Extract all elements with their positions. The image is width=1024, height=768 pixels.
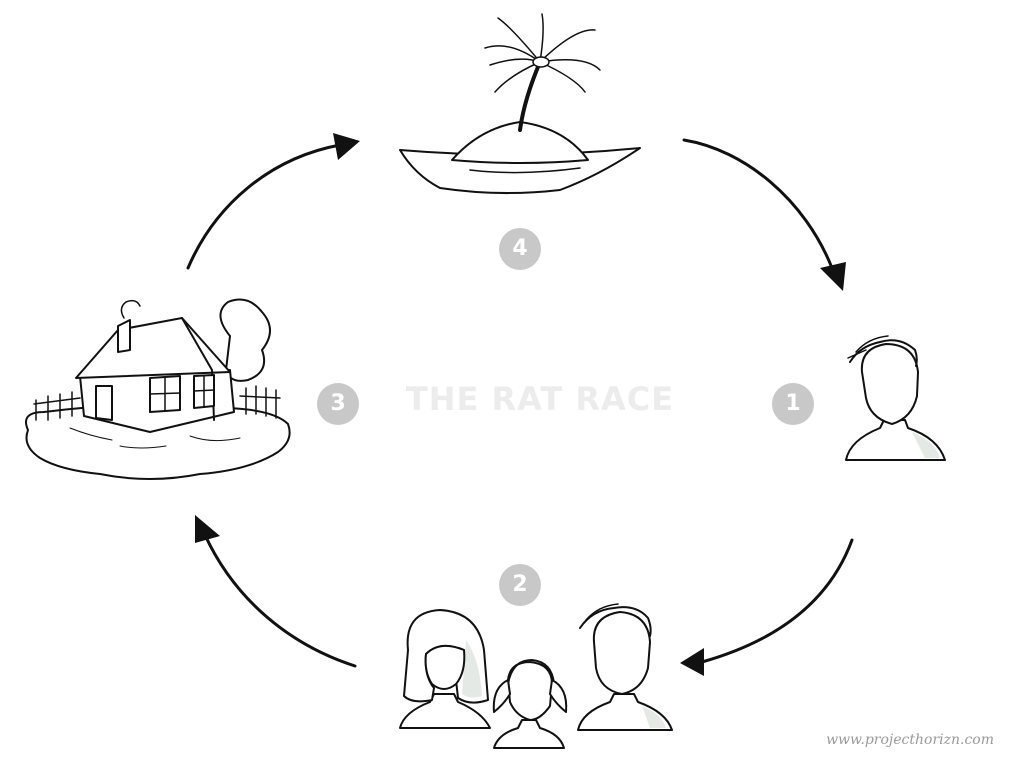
arrow-family-to-house xyxy=(195,515,357,668)
step-badge-1: 1 xyxy=(772,383,814,425)
island-illustration xyxy=(399,13,641,195)
diagram-title: THE RAT RACE xyxy=(405,380,675,418)
step-badge-3: 3 xyxy=(317,383,359,425)
arrow-house-to-island xyxy=(186,133,360,270)
step-badge-4: 4 xyxy=(499,228,541,270)
arrowhead-icon xyxy=(680,648,704,676)
arrowhead-icon xyxy=(195,515,220,543)
arrowhead-icon xyxy=(820,262,846,291)
family-illustration xyxy=(399,603,673,749)
arrowhead-icon xyxy=(333,133,360,160)
arrow-person-to-family xyxy=(680,538,854,676)
single-person-illustration xyxy=(845,335,946,461)
house-illustration xyxy=(25,298,291,480)
credit-text: www.projecthorizn.com xyxy=(826,732,994,748)
step-badge-2: 2 xyxy=(499,564,541,606)
arrow-island-to-person xyxy=(682,138,846,291)
